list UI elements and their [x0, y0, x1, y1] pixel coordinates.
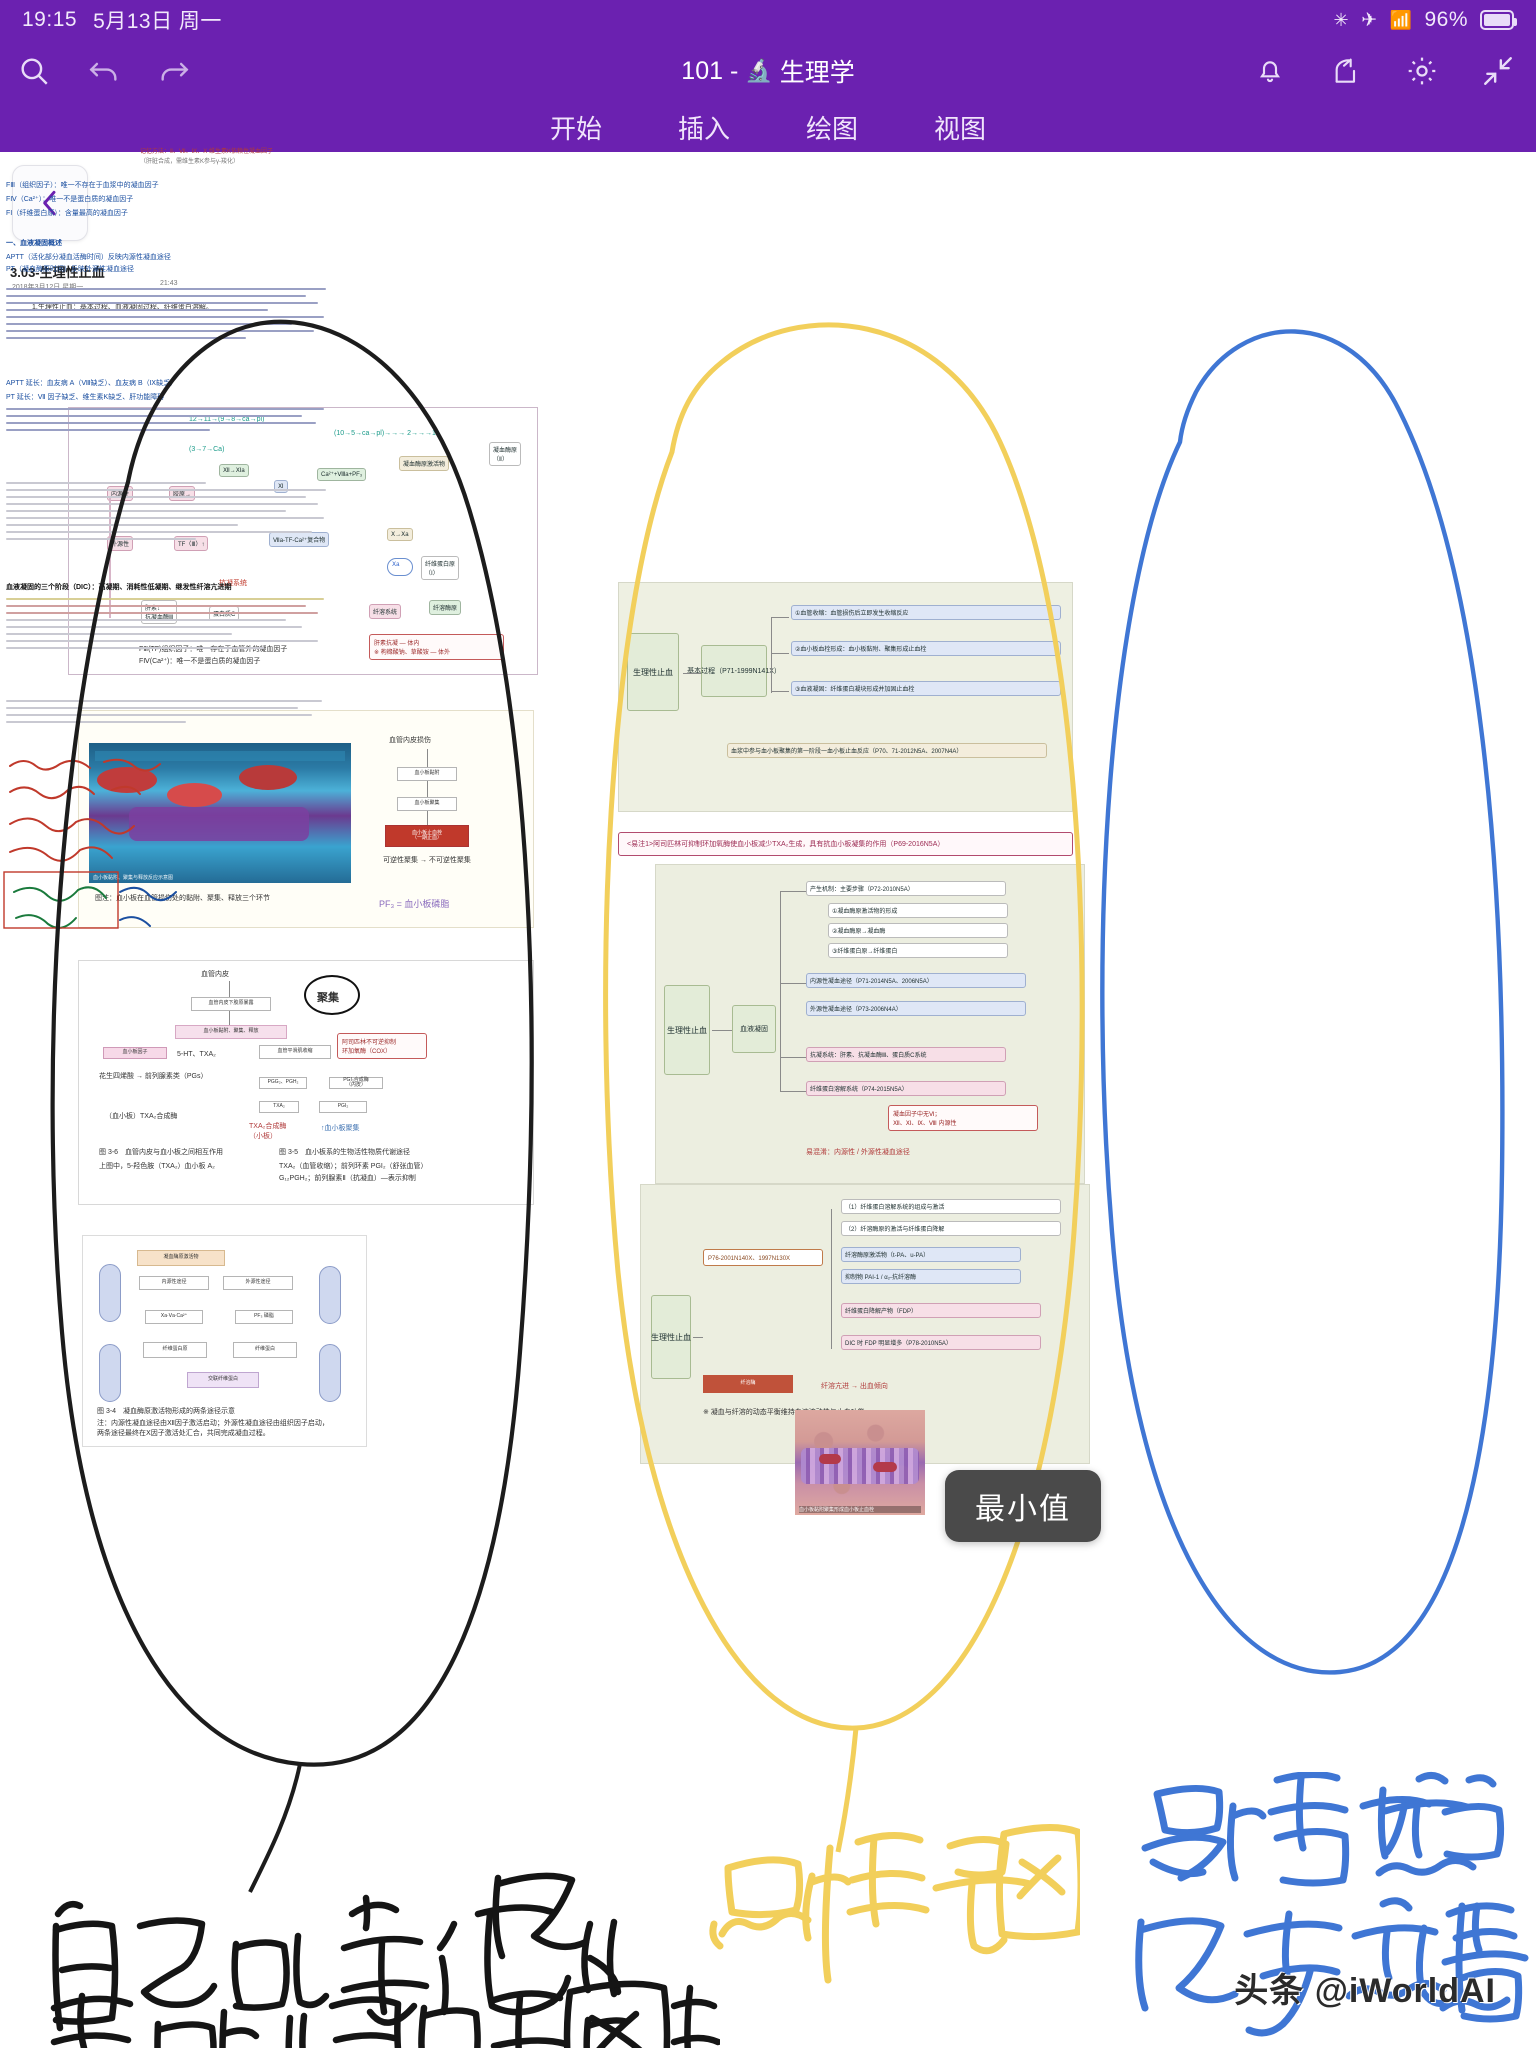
back-button[interactable]	[12, 165, 88, 241]
bell-icon[interactable]	[1250, 51, 1290, 91]
page-time: 21:43	[160, 280, 178, 287]
mindmap-item-2: ②血小板血栓形成：血小板黏附、聚集形成止血栓	[791, 641, 1061, 656]
mindmap2-item-2: ①凝血酶原激活物的形成	[828, 903, 1008, 918]
smear-caption: 血小板黏附聚集形成血小板止血栓	[799, 1506, 921, 1513]
mindmap-item-3: ③血液凝固：纤维蛋白凝块形成并加固止血栓	[791, 681, 1061, 696]
mindmap-branch-label: 基本过程（P71-1999N141X）	[687, 645, 781, 697]
annotation-blue-ellipse	[1100, 329, 1505, 1675]
note-heading-block: 3.03-生理性止血 2018年3月12日 星期一 21:43 1.生理性止血：…	[10, 262, 530, 322]
scan-txa2-diagram[interactable]: 血管内皮 血管内皮下胶原暴露 血小板黏附、聚集、释放 血小板因子 5-HT、TX…	[78, 960, 534, 1205]
document-title: 101 - 🔬 生理学	[0, 53, 1536, 89]
share-icon[interactable]	[1326, 51, 1366, 91]
tooltip-minimum-value: 最小值	[945, 1470, 1101, 1542]
page-title: 3.03-生理性止血	[10, 265, 105, 280]
tab-draw[interactable]: 绘图	[806, 113, 859, 144]
mindmap2-branch: 血液凝固	[732, 1005, 776, 1053]
bluetooth-icon: ✳	[1333, 9, 1350, 30]
app-toolbar: 101 - 🔬 生理学	[0, 40, 1536, 102]
mindmap3-marker: P76-2001N140X、1997N130X	[703, 1249, 823, 1266]
mindmap-item-1: ①血管收缩：血管损伤后立即发生收缩反应	[791, 605, 1061, 620]
back-icon	[43, 190, 56, 216]
cell-illustration: 血小板黏附、聚集与释放反应示意图	[89, 743, 351, 883]
app-chrome: 19:15 5月13日 周一 ✳ ✈ 📶 96%	[0, 0, 1536, 152]
handwriting-black-label-line2b	[540, 1952, 720, 2048]
undo-icon[interactable]	[84, 51, 124, 91]
photo-blood-smear: 血小板黏附聚集形成血小板止血栓	[795, 1410, 925, 1515]
page-date: 2018年3月12日 星期一	[12, 282, 83, 292]
status-bar: 19:15 5月13日 周一 ✳ ✈ 📶 96%	[0, 0, 1536, 40]
handwriting-black-label-tail	[470, 1842, 630, 1982]
status-date: 5月13日 周一	[93, 10, 222, 33]
handwriting-blue-label-dian	[1345, 1767, 1525, 1917]
status-time: 19:15	[22, 8, 78, 31]
mindmap2-item-5: 内源性凝血途径（P71-2014N5A、2006N5A）	[806, 973, 1026, 988]
handwriting-black-label-line2	[28, 1972, 628, 2048]
toolbar-left-group	[14, 51, 194, 91]
scan-platelet-micrograph[interactable]: 血小板黏附、聚集与释放反应示意图 血管内皮损伤 血小板黏附 血小板聚集 血小板止…	[78, 710, 534, 928]
handwriting-yellow-label	[700, 1802, 1080, 1992]
mindmap-root-label: 生理性止血	[627, 633, 679, 711]
status-bar-left: 19:15 5月13日 周一	[22, 5, 222, 35]
note-canvas[interactable]: 3.03-生理性止血 2018年3月12日 星期一 21:43 1.生理性止血：…	[0, 149, 1536, 2048]
photo-caption: 血小板黏附、聚集与释放反应示意图	[93, 875, 174, 881]
battery-icon	[1480, 10, 1517, 30]
highlight-note-aspirin: <易注1>阿司匹林可抑制环加氧酶使血小板减少TXA₂生成，具有抗血小板凝集的作用…	[618, 832, 1073, 856]
tab-home[interactable]: 开始	[549, 113, 602, 144]
airplane-mode-icon: ✈	[1361, 9, 1378, 31]
redo-icon[interactable]	[154, 51, 194, 91]
toolbar-right-group	[1250, 51, 1518, 91]
document-title-number: 101 -	[681, 56, 739, 85]
mindmap2-item-1: 产生机制：主要步骤（P72-2010N5A）	[806, 881, 1006, 896]
mindmap2-item-6: 外源性凝血途径（P73-2006N4A）	[806, 1001, 1026, 1016]
ribbon-tabs: 开始 插入 绘图 视图	[0, 102, 1536, 152]
collapse-icon[interactable]	[1478, 51, 1518, 91]
scan-mindmap-coagulation[interactable]: 生理性止血 血液凝固 产生机制：主要步骤（P72-2010N5A） ①凝血酶原激…	[655, 864, 1085, 1184]
mindmap2-item-7: 抗凝系统：肝素、抗凝血酶Ⅲ、蛋白质C系统	[806, 1047, 1006, 1062]
mindmap2-root: 生理性止血	[664, 985, 710, 1075]
page-intro-line: 1.生理性止血：基本过程、血液凝固过程、纤维蛋白溶解。	[32, 304, 213, 311]
watermark: 头条 @iWorldAI	[1234, 1972, 1496, 2010]
microscope-icon: 🔬	[745, 58, 773, 83]
scan-mindmap-basic-process[interactable]: 生理性止血 基本过程（P71-1999N141X） ①血管收缩：血管损伤后立即发…	[618, 582, 1073, 812]
status-bar-right: ✳ ✈ 📶 96%	[1333, 8, 1517, 32]
tab-insert[interactable]: 插入	[677, 113, 730, 144]
search-icon[interactable]	[14, 51, 54, 91]
mindmap2-item-8: 纤维蛋白溶解系统（P74-2015N5A）	[806, 1081, 1006, 1096]
mindmap2-item-3: ②凝血酶原→凝血酶	[828, 923, 1008, 938]
mindmap3-root: 生理性止血	[651, 1295, 691, 1379]
wifi-icon: 📶	[1389, 9, 1413, 30]
gear-icon[interactable]	[1402, 51, 1442, 91]
mindmap-note: 血浆中参与血小板聚集的第一阶段一血小板止血反应（P70、71-2012N5A、2…	[727, 743, 1047, 758]
mindmap2-item-4: ③纤维蛋白原→纤维蛋白	[828, 943, 1008, 958]
tab-view[interactable]: 视图	[934, 113, 987, 144]
notes-sub-heading: 血液凝固的三个阶段（DIC）：高凝期、消耗性低凝期、继发性纤溶亢进期	[6, 584, 232, 591]
scan-membrane-receptor[interactable]: 凝血酶原激活物 内源性途径 外源性途径 Ⅹa·Ⅴa·Ca²⁺ PF₃ 磷脂 纤维…	[82, 1235, 367, 1447]
schema-right: 血管内皮损伤 血小板黏附 血小板聚集 血小板止血栓（一期止血） 可逆性聚集 → …	[383, 737, 471, 864]
handwriting-blue-label-line1	[1105, 1772, 1535, 1902]
handwriting-black-label	[30, 1852, 630, 2048]
document-title-text: 生理学	[779, 59, 855, 87]
battery-percent: 96%	[1424, 8, 1468, 31]
